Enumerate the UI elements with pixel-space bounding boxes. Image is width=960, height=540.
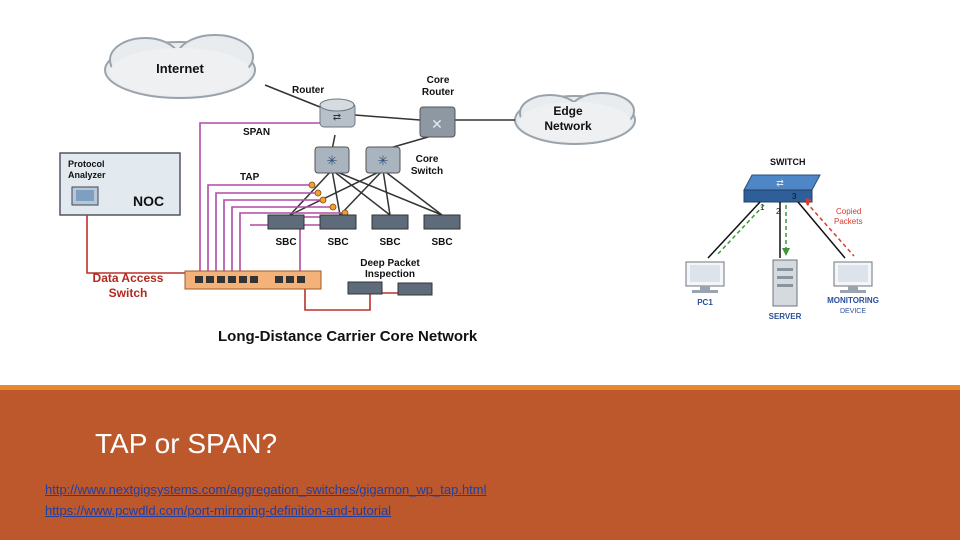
- copied-packets-label-line2: Packets: [834, 217, 862, 226]
- pc-label: PC1: [697, 298, 713, 307]
- monitoring-label-line1: MONITORING: [827, 296, 879, 305]
- svg-text:✕: ✕: [431, 116, 443, 132]
- core-router-icon: ✕: [419, 106, 456, 138]
- network-diagram: Internet Edge Network: [59, 34, 636, 345]
- svg-text:✳: ✳: [327, 153, 338, 168]
- switch-icon: ⇄: [743, 174, 821, 203]
- switch-label: SWITCH: [770, 157, 806, 167]
- sbc-label: SBC: [431, 237, 452, 248]
- data-access-switch-label-line2: Switch: [109, 286, 148, 300]
- router-icon: ⇄: [319, 98, 356, 128]
- port-label: 2: [776, 207, 781, 216]
- noc-box: [59, 152, 181, 216]
- internet-cloud: Internet: [104, 34, 256, 99]
- reference-link[interactable]: http://www.nextgigsystems.com/aggregatio…: [45, 482, 487, 497]
- svg-text:⇄: ⇄: [776, 178, 784, 188]
- server-label: SERVER: [769, 312, 802, 321]
- port-label: 3: [792, 192, 797, 201]
- edge-network-label-line1: Edge: [553, 104, 583, 118]
- data-access-switch-label-line1: Data Access: [93, 271, 164, 285]
- router-label: Router: [292, 85, 324, 96]
- slide-title: TAP or SPAN?: [95, 428, 278, 459]
- monitoring-device-icon: [833, 261, 873, 293]
- internet-label: Internet: [156, 61, 204, 76]
- dpi-devices: [347, 281, 433, 296]
- svg-text:✳: ✳: [378, 153, 389, 168]
- pc-icon: [685, 261, 725, 293]
- tap-label: TAP: [240, 172, 260, 183]
- protocol-analyzer-label-line1: Protocol: [68, 159, 105, 169]
- span-label: SPAN: [243, 127, 270, 138]
- sbc-devices: [267, 214, 461, 230]
- edge-network-label-line2: Network: [544, 119, 592, 133]
- sbc-label: SBC: [275, 237, 296, 248]
- title-band: [0, 385, 960, 540]
- mirror-links: [707, 198, 855, 259]
- accent-rule: [0, 385, 960, 390]
- core-router-label-line1: Core: [427, 75, 450, 86]
- port-mirroring-diagram: SWITCH ⇄ 1 2 3 Copied Packets PC1: [685, 157, 879, 321]
- core-switch-label-line2: Switch: [411, 166, 443, 177]
- tap-points: [308, 181, 349, 217]
- dpi-label-line2: Inspection: [365, 269, 415, 280]
- core-switch-icon: ✳ ✳: [314, 146, 401, 174]
- edge-network-cloud: Edge Network: [514, 92, 636, 145]
- sbc-label: SBC: [327, 237, 348, 248]
- core-switch-label-line1: Core: [416, 154, 439, 165]
- svg-text:⇄: ⇄: [333, 112, 341, 123]
- protocol-analyzer-label-line2: Analyzer: [68, 170, 106, 180]
- data-access-switch-icon: [184, 270, 322, 290]
- dpi-label-line1: Deep Packet: [360, 258, 420, 269]
- sbc-label: SBC: [379, 237, 400, 248]
- diagram-caption: Long-Distance Carrier Core Network: [218, 328, 478, 345]
- reference-link[interactable]: https://www.pcwdld.com/port-mirroring-de…: [45, 503, 392, 518]
- core-router-label-line2: Router: [422, 87, 454, 98]
- noc-label: NOC: [133, 193, 164, 209]
- monitoring-label-line2: DEVICE: [840, 308, 866, 315]
- monitoring-links: [199, 122, 350, 275]
- copied-packets-label-line1: Copied: [836, 207, 861, 216]
- server-icon: [772, 259, 798, 307]
